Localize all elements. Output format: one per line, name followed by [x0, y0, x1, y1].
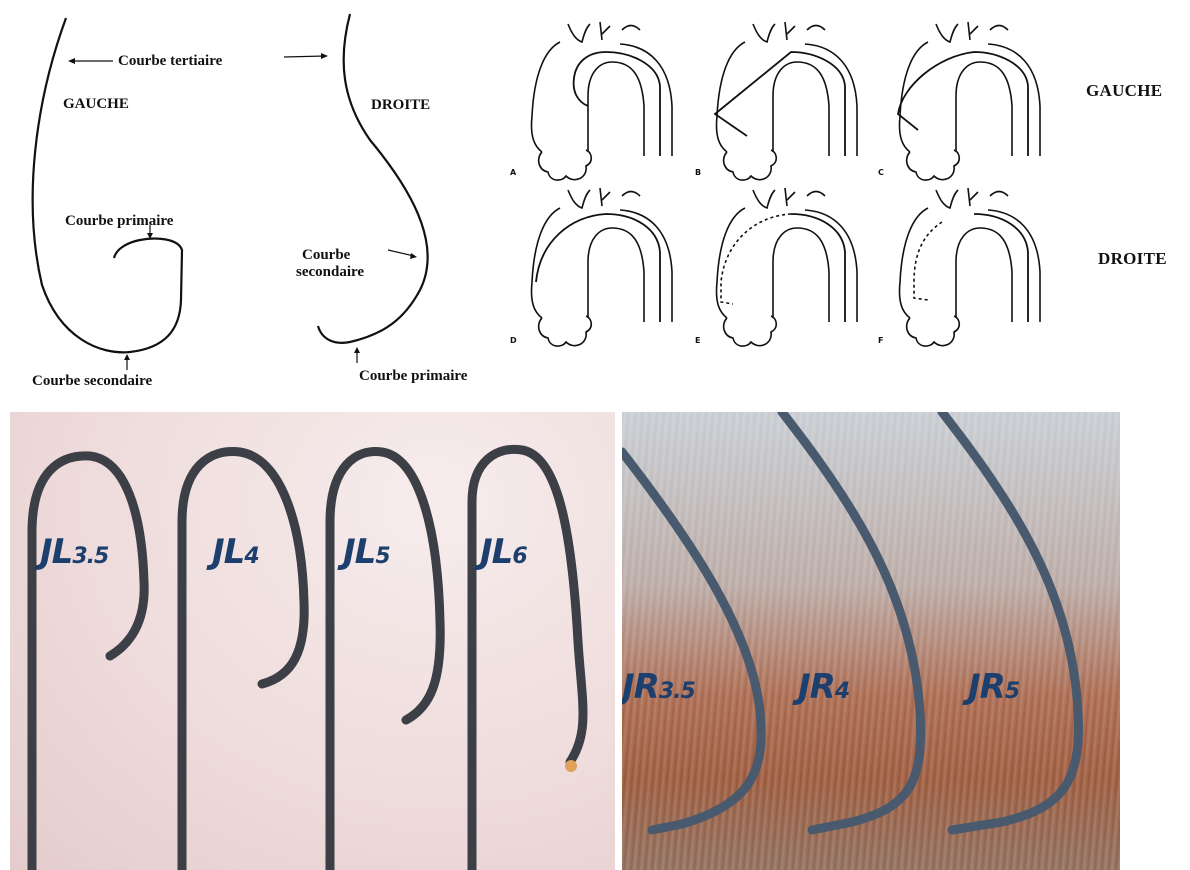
panel-A — [531, 22, 672, 180]
panel-F — [899, 188, 1040, 346]
label-droite-left: DROITE — [371, 97, 430, 113]
panel-C — [898, 22, 1040, 180]
label-jl-6: JL6 — [480, 532, 527, 572]
label-gauche-left: GAUCHE — [63, 96, 129, 112]
panel-letter-e: E — [695, 336, 700, 345]
label-jl-3-5: JL3.5 — [40, 532, 108, 572]
label-courbe-secondaire-left: Courbe secondaire — [32, 373, 152, 389]
panel-letter-d: D — [510, 336, 517, 345]
panel-D — [531, 188, 672, 346]
row-label-droite: DROITE — [1098, 251, 1167, 267]
label-courbe-secondaire-right-1: Courbe — [302, 247, 350, 263]
panel-letter-b: B — [695, 168, 701, 177]
label-courbe-primaire-left: Courbe primaire — [65, 213, 173, 229]
panel-letter-f: F — [878, 336, 883, 345]
label-courbe-secondaire-right-2: secondaire — [296, 264, 364, 280]
aortic-arch-panels — [490, 0, 1190, 360]
label-jl-5: JL5 — [343, 532, 390, 572]
panel-letter-a: A — [510, 168, 516, 177]
panel-B — [715, 22, 857, 180]
label-courbe-tertiaire: Courbe tertiaire — [118, 53, 222, 69]
photo-jl-catheters: JL3.5 JL4 JL5 JL6 — [10, 412, 615, 870]
label-courbe-primaire-right: Courbe primaire — [359, 368, 467, 384]
label-jr-5: JR5 — [968, 667, 1019, 707]
photo-jr-catheters: JR3.5 JR4 JR5 — [622, 412, 1120, 870]
panel-letter-c: C — [878, 168, 884, 177]
judkins-curves-diagram — [0, 0, 470, 400]
jr-catheter-tubes — [622, 412, 1120, 870]
label-jr-4: JR4 — [798, 667, 849, 707]
row-label-gauche: GAUCHE — [1086, 83, 1162, 99]
panel-E — [716, 188, 857, 346]
right-catheter-outline — [318, 14, 428, 343]
jl-catheter-tubes — [10, 412, 615, 870]
label-jl-4: JL4 — [212, 532, 259, 572]
label-jr-3-5: JR3.5 — [622, 667, 695, 707]
